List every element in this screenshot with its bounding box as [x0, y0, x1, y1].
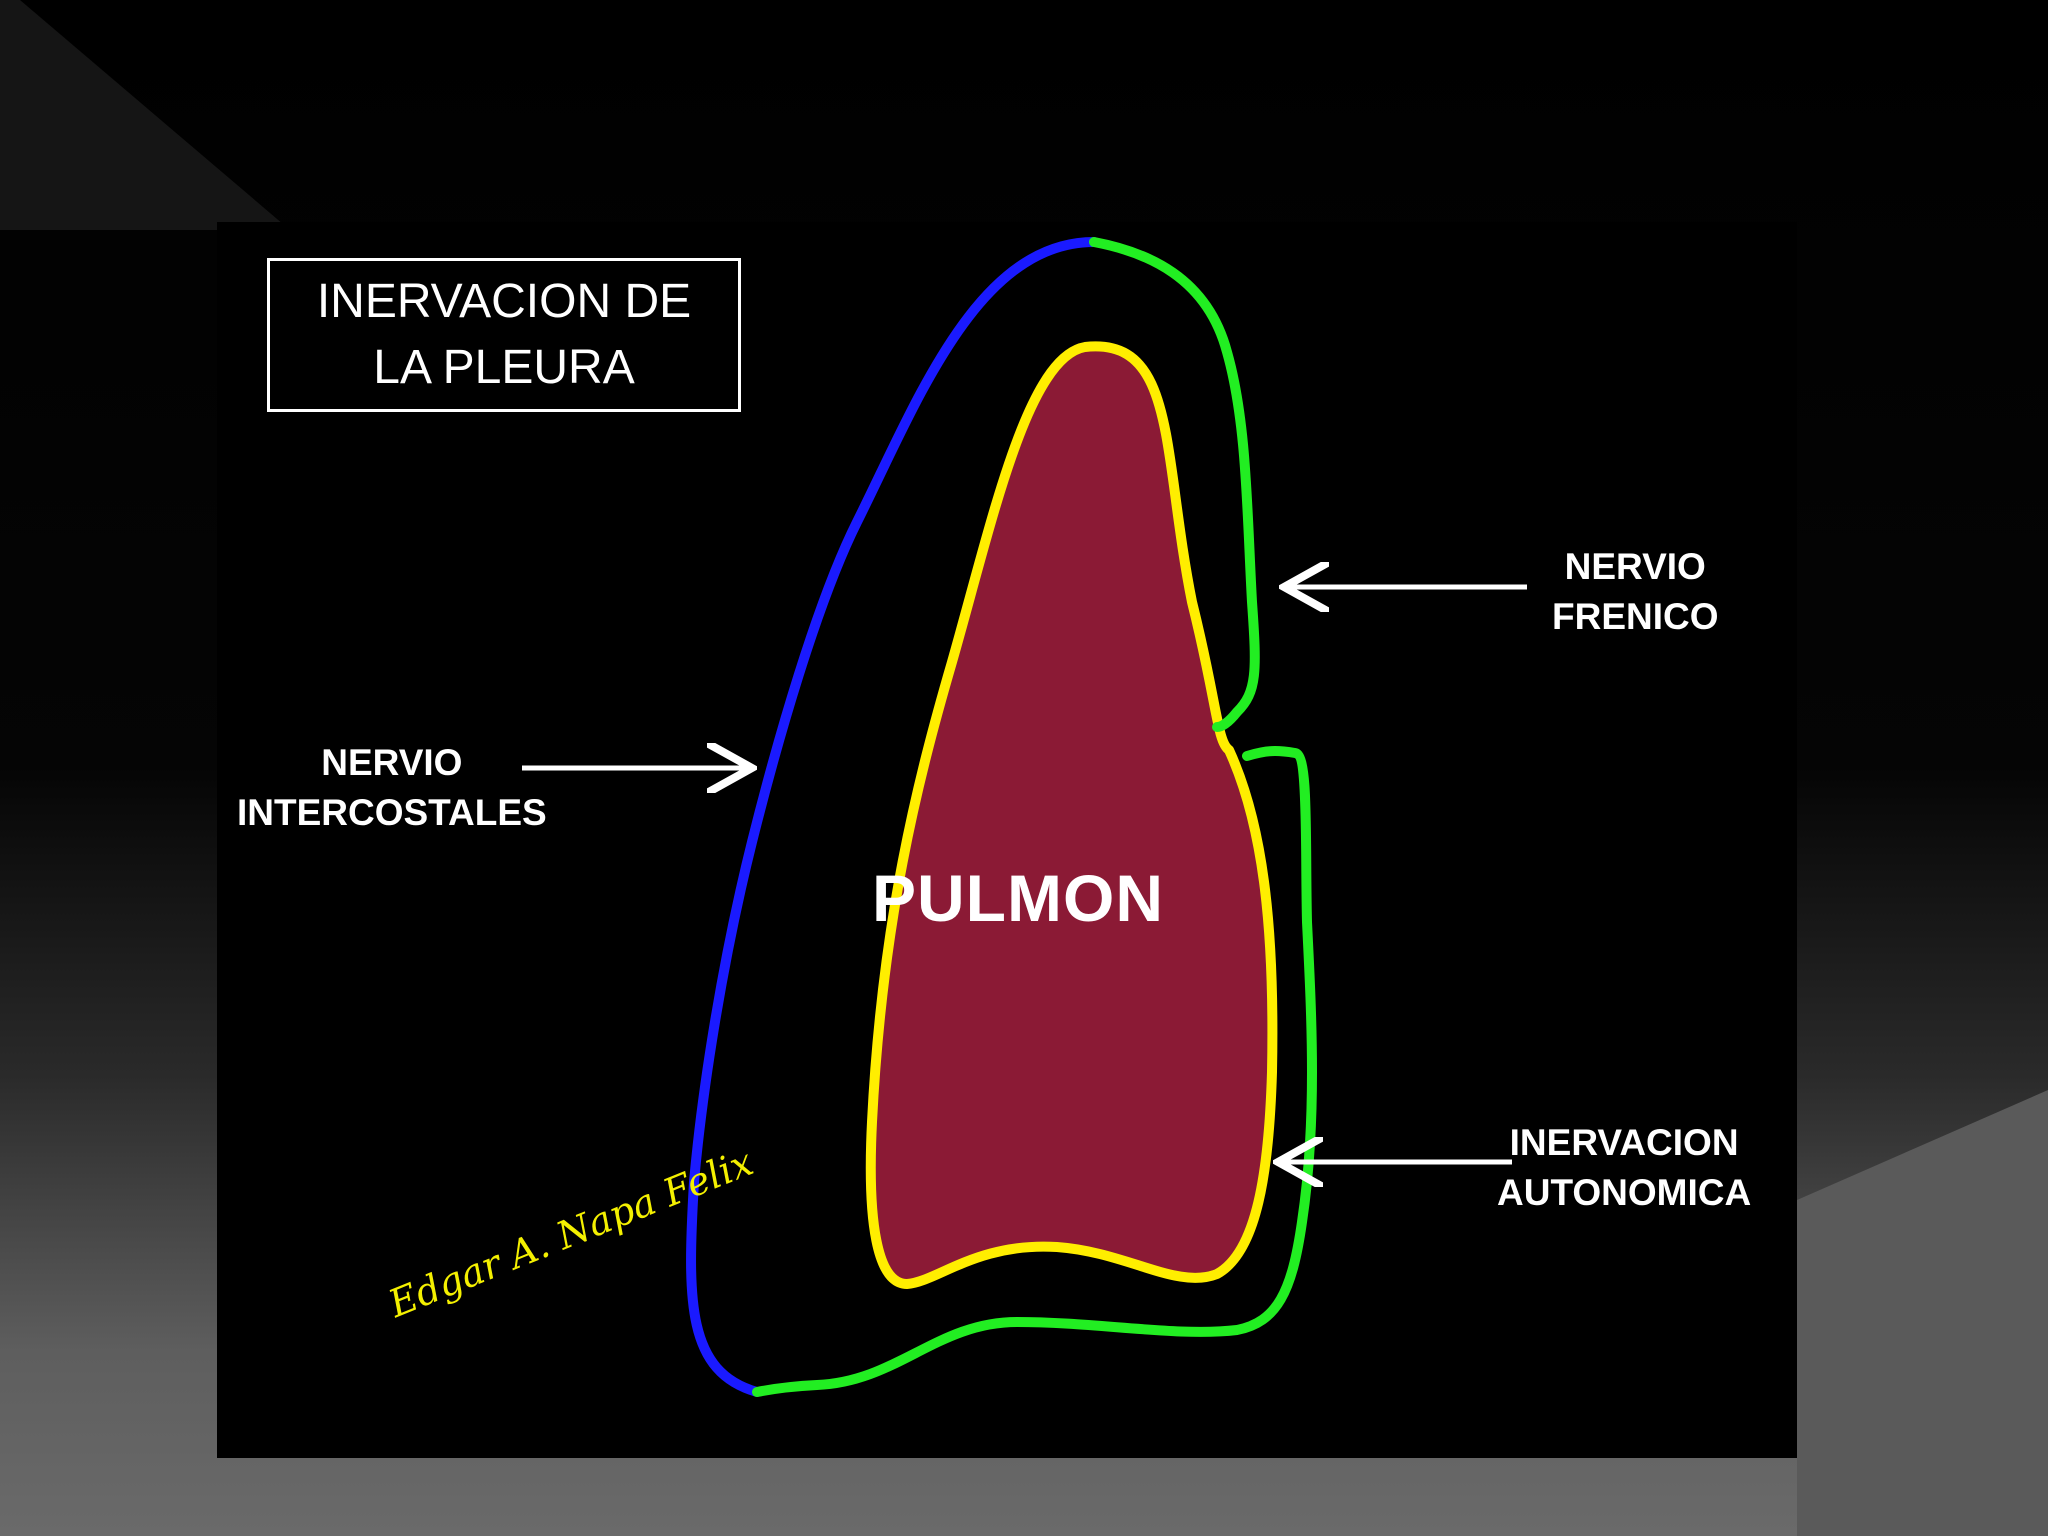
diagram-panel: INERVACION DE LA PLEURA NERVIO FRENICO N…: [217, 222, 1797, 1458]
label-inervacion-autonomica: INERVACION AUTONOMICA: [1497, 1122, 1752, 1213]
organ-label-pulmon: PULMON: [872, 861, 1164, 935]
parietal-pleura-phrenic: [1089, 237, 1260, 732]
parietal-pleura-intercostal: [686, 237, 1099, 1397]
bottom-right-bevel: [1797, 1090, 2048, 1536]
label-nervio-intercostales: NERVIO INTERCOSTALES: [237, 742, 547, 833]
lung-shape: [865, 341, 1278, 1289]
label-nervio-frenico: NERVIO FRENICO: [1552, 546, 1719, 637]
parietal-pleura-autonomic: [752, 746, 1317, 1397]
top-left-bevel: [0, 0, 290, 230]
diagram-title-box: INERVACION DE LA PLEURA: [267, 258, 741, 412]
diagram-title: INERVACION DE LA PLEURA: [316, 275, 692, 394]
pleura-diagram: [522, 237, 1527, 1397]
